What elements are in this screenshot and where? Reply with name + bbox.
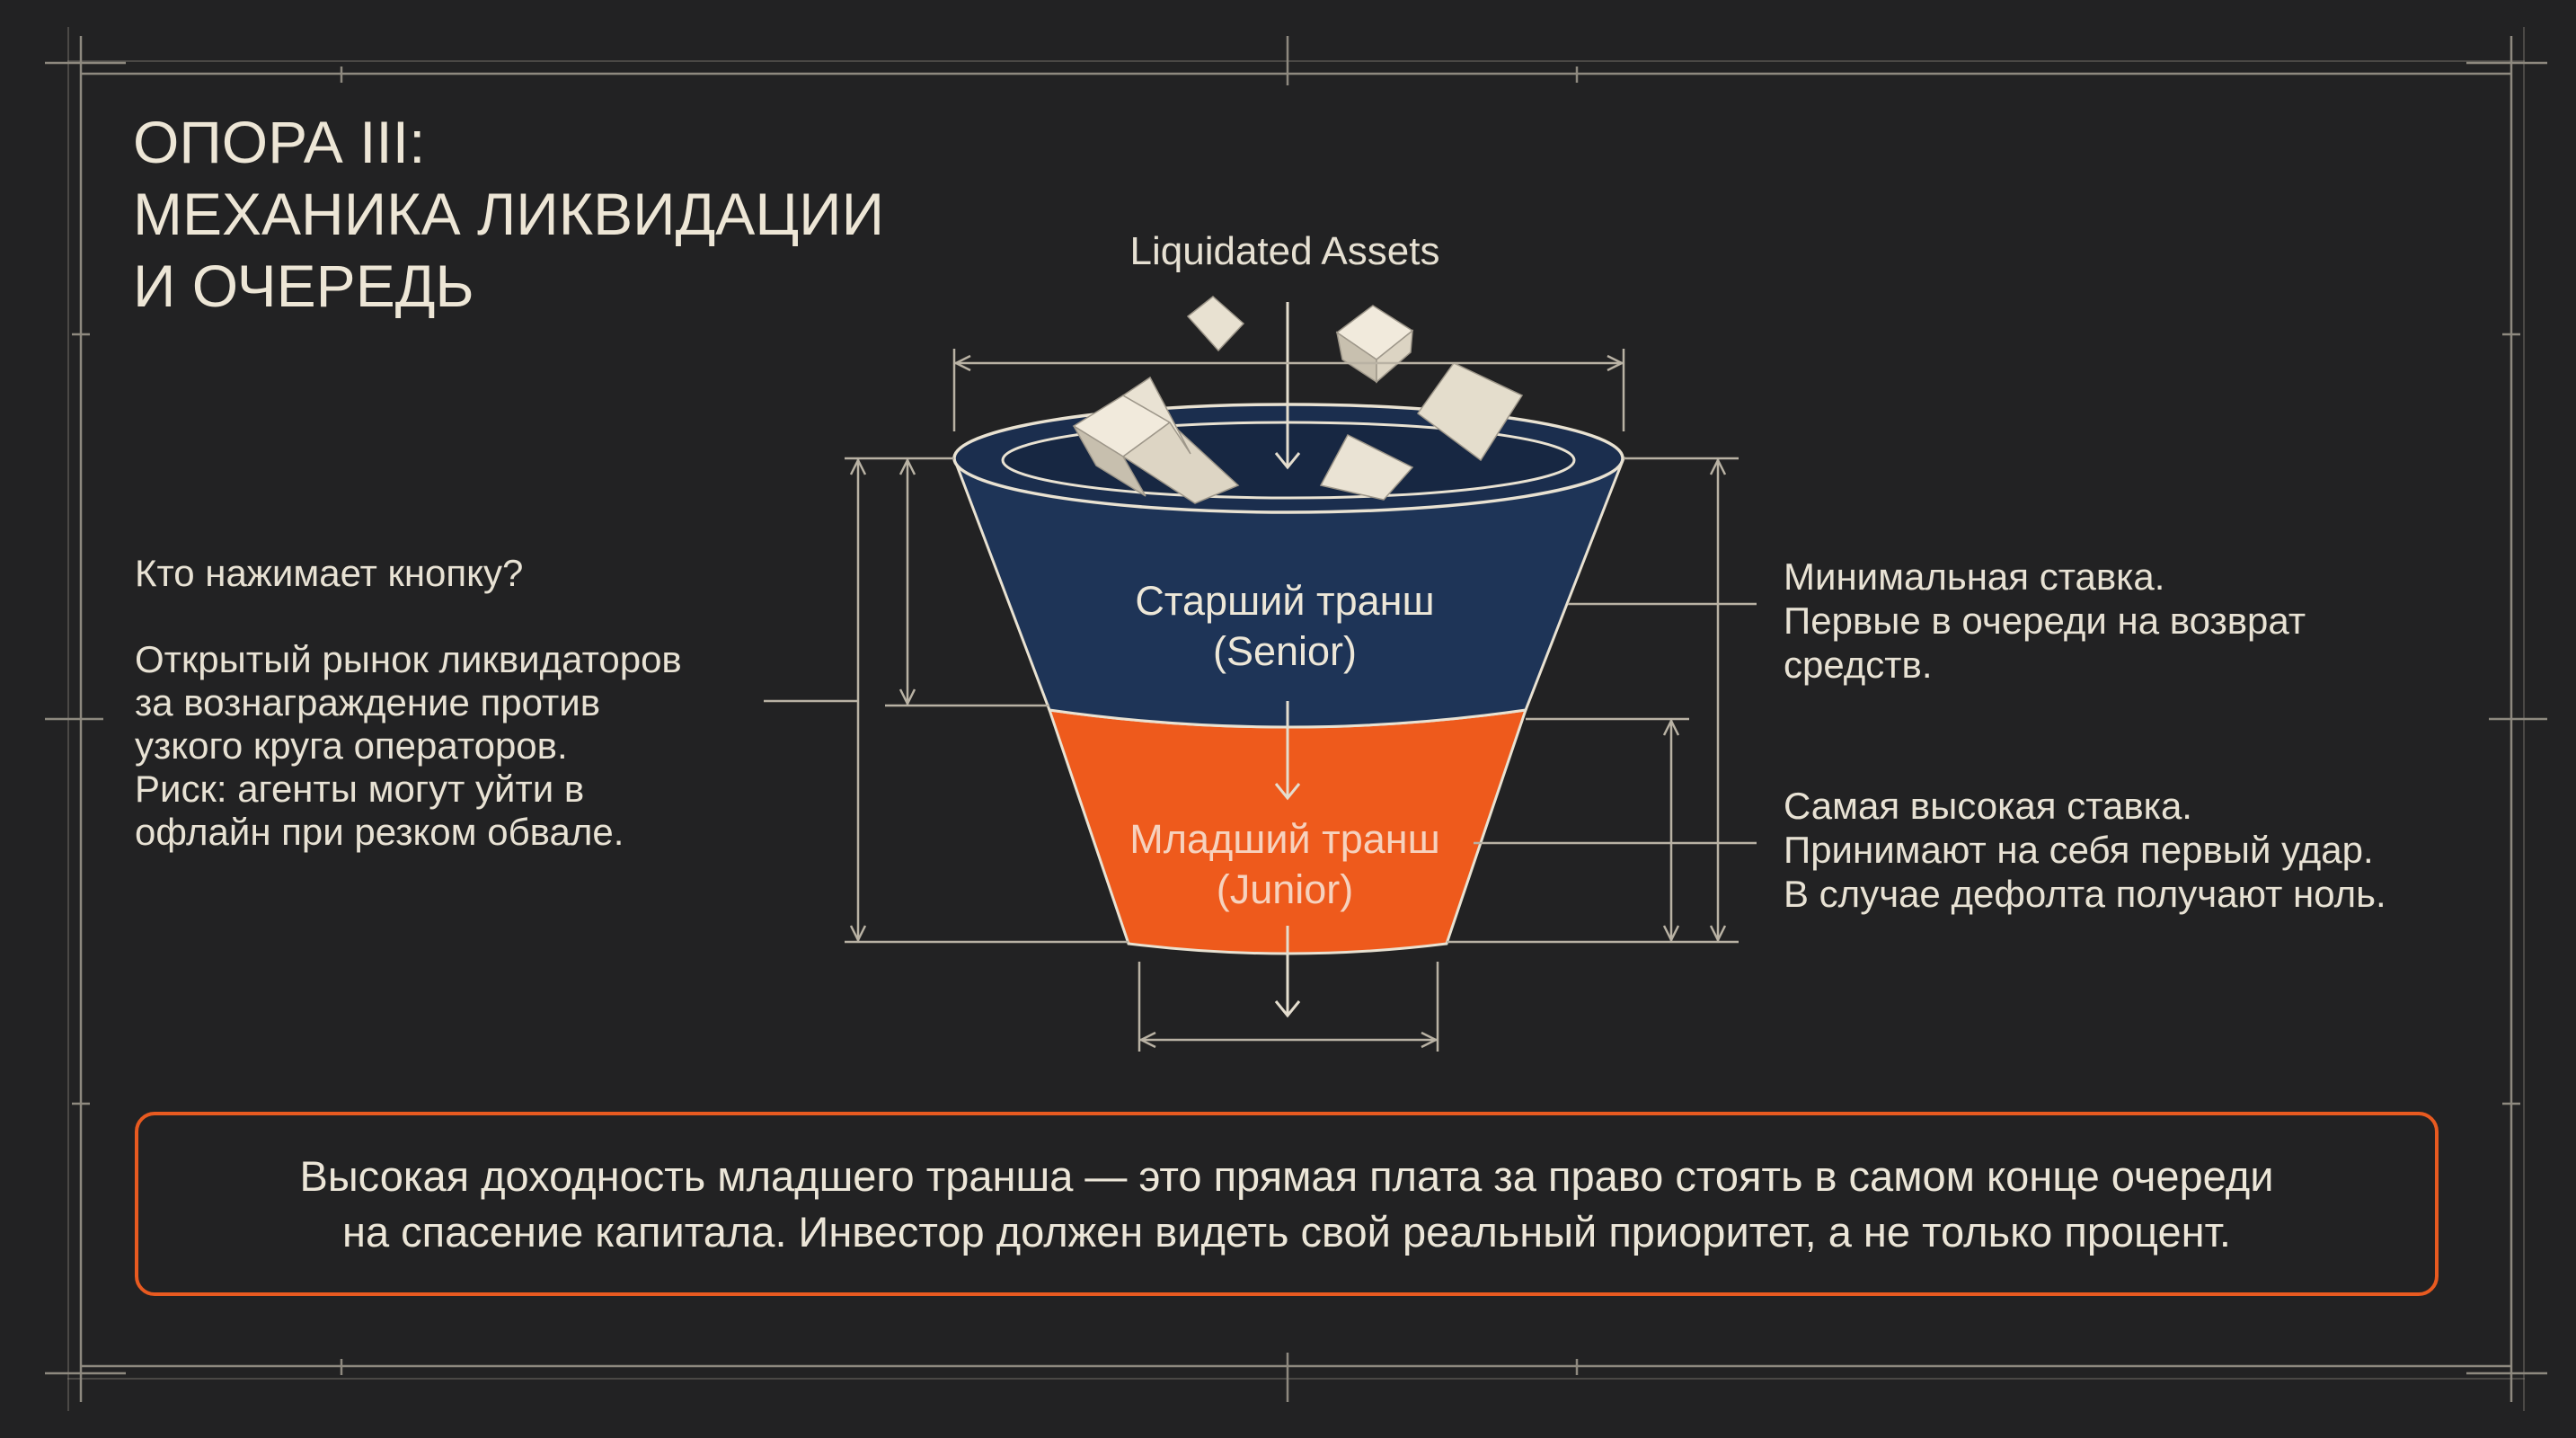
liquidators-line: узкого круга операторов. <box>135 724 568 767</box>
cube-medium-icon <box>1335 305 1414 384</box>
flow-arrows <box>1274 302 1301 1018</box>
junior-tranche-label: Младший транш (Junior) <box>1060 814 1509 915</box>
liquidated-assets-label: Liquidated Assets <box>1129 229 1440 273</box>
callout-line-2: на спасение капитала. Инвестор должен ви… <box>342 1207 2231 1256</box>
key-takeaway-callout: Высокая доходность младшего транша — это… <box>135 1112 2439 1296</box>
liquidators-question: Кто нажимает кнопку? <box>135 552 524 594</box>
page-title: ОПОРА III: МЕХАНИКА ЛИКВИДАЦИИ И ОЧЕРЕДЬ <box>133 106 884 322</box>
liquidators-line: Риск: агенты могут уйти в <box>135 768 585 810</box>
title-line-2: МЕХАНИКА ЛИКВИДАЦИИ <box>133 181 885 247</box>
senior-desc-line: Минимальная ставка. <box>1784 555 2165 598</box>
liquidators-line: за вознаграждение против <box>135 681 601 723</box>
junior-desc-line: Принимают на себя первый удар. <box>1784 829 2374 871</box>
junior-tranche-name: Младший транш <box>1129 816 1440 862</box>
senior-tranche-label: Старший транш (Senior) <box>1060 576 1509 677</box>
junior-tranche-english: (Junior) <box>1216 866 1354 912</box>
liquidators-description: Кто нажимает кнопку? Открытый рынок ликв… <box>135 552 782 854</box>
cube-center-icon <box>1319 434 1414 501</box>
title-line-3: И ОЧЕРЕДЬ <box>133 253 474 319</box>
cube-small-top-icon <box>1186 296 1245 352</box>
junior-desc-line: Самая высокая ставка. <box>1784 785 2192 827</box>
senior-desc-line: Первые в очереди на возврат <box>1784 599 2306 642</box>
senior-tranche-name: Старший транш <box>1135 578 1435 624</box>
cube-right-icon <box>1416 362 1524 462</box>
liquidators-line: офлайн при резком обвале. <box>135 811 624 853</box>
senior-tranche-shape <box>952 457 1626 729</box>
senior-tranche-description: Минимальная ставка. Первые в очереди на … <box>1784 555 2502 687</box>
junior-tranche-description: Самая высокая ставка. Принимают на себя … <box>1784 784 2502 916</box>
senior-tranche-english: (Senior) <box>1212 628 1358 674</box>
callout-line-1: Высокая доходность младшего транша — это… <box>299 1151 2274 1200</box>
asset-cubes <box>1072 296 1524 504</box>
cube-large-icon <box>1072 376 1240 504</box>
junior-desc-line: В случае дефолта получают ноль. <box>1784 873 2386 915</box>
dimension-lines <box>764 349 1757 1052</box>
liquidators-line: Открытый рынок ликвидаторов <box>135 638 682 680</box>
senior-desc-line: средств. <box>1784 644 1933 686</box>
title-line-1: ОПОРА III: <box>133 109 426 175</box>
